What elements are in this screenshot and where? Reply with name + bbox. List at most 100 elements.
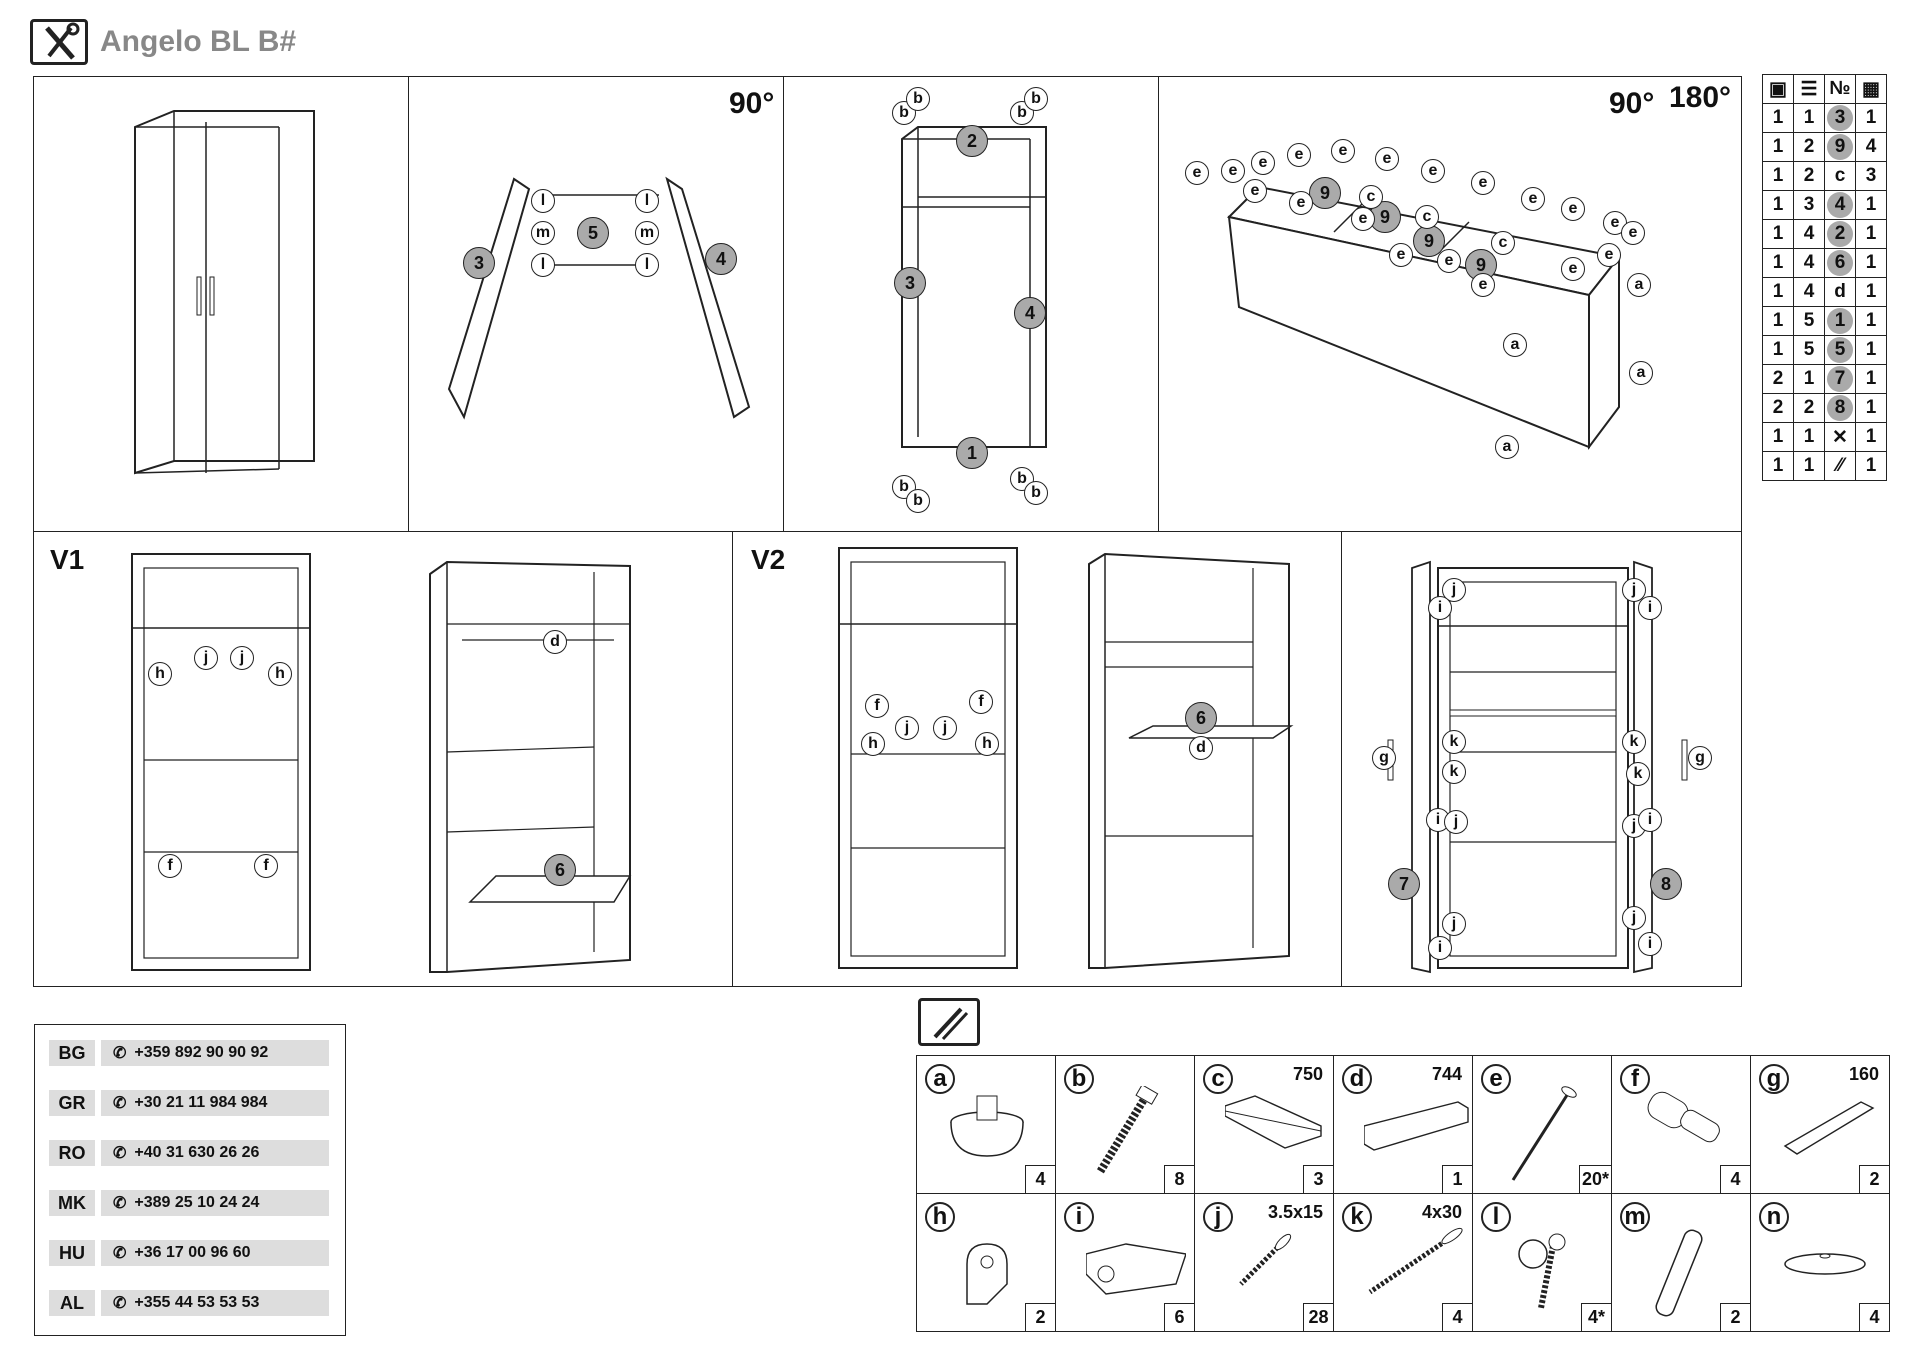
table-cell: 2 xyxy=(1762,393,1794,423)
header: Angelo BL B# xyxy=(30,16,296,68)
part-callout: e xyxy=(1243,179,1267,203)
phone-icon: ✆ xyxy=(113,1245,127,1262)
part-callout: 2 xyxy=(956,125,988,157)
part-callout: 1 xyxy=(956,437,988,469)
part-callout: m xyxy=(531,221,555,245)
part-callout: 3 xyxy=(894,267,926,299)
table-cell: 2 xyxy=(1793,393,1825,423)
step-2-illustration xyxy=(447,176,751,420)
step-panel-1 xyxy=(33,76,409,532)
step-panel-v1: V1 h j j h f f d 6 xyxy=(33,531,733,987)
part-callout: j xyxy=(1444,810,1468,834)
step-panel-v2: V2 f j h f j h 6 d xyxy=(732,531,1342,987)
part-callout: e xyxy=(1287,143,1311,167)
table-cell: d xyxy=(1824,277,1856,307)
table-cell: 1 xyxy=(1855,277,1887,307)
table-cell: 1 xyxy=(1855,422,1887,452)
part-callout: a xyxy=(1629,361,1653,385)
part-callout: b xyxy=(906,87,930,111)
hardware-item: n 4 xyxy=(1750,1193,1890,1332)
table-cell: 2 xyxy=(1824,219,1856,249)
rotate-180-label: 180° xyxy=(1669,81,1732,114)
table-cell: 1 xyxy=(1762,277,1794,307)
table-cell: 1 xyxy=(1762,190,1794,220)
part-callout: m xyxy=(635,221,659,245)
table-cell: 5 xyxy=(1824,335,1856,365)
table-cell: 1 xyxy=(1793,422,1825,452)
parts-table-header: ▣ ☰ № ▦ xyxy=(1762,74,1887,104)
phone-icon: ✆ xyxy=(113,1295,127,1312)
disc-glide-icon xyxy=(1784,1253,1866,1275)
part-callout: j xyxy=(1622,906,1646,930)
part-callout: k xyxy=(1622,730,1646,754)
part-callout: e xyxy=(1597,243,1621,267)
rail-holder-icon xyxy=(966,1243,1008,1305)
leveling-foot-icon xyxy=(950,1095,1024,1157)
table-cell: 1 xyxy=(1762,335,1794,365)
part-callout: e xyxy=(1185,161,1209,185)
support-phones: BG✆+359 892 90 90 92 GR✆+30 21 11 984 98… xyxy=(34,1024,346,1336)
phone-row: GR✆+30 21 11 984 984 xyxy=(49,1089,329,1117)
table-cell: 1 xyxy=(1762,132,1794,162)
part-callout: g xyxy=(1372,746,1396,770)
part-callout: 3 xyxy=(463,247,495,279)
part-callout: a xyxy=(1503,333,1527,357)
part-callout: j xyxy=(895,716,919,740)
part-callout: e xyxy=(1471,273,1495,297)
table-cell: 1 xyxy=(1855,364,1887,394)
part-callout: l xyxy=(531,189,555,213)
table-cell: 1 xyxy=(1793,364,1825,394)
table-cell: 1 xyxy=(1824,306,1856,336)
part-callout: i xyxy=(1428,596,1452,620)
table-cell: 1 xyxy=(1793,451,1825,481)
table-cell: c xyxy=(1824,161,1856,191)
part-callout: e xyxy=(1561,257,1585,281)
part-callout: l xyxy=(635,189,659,213)
hardware-item: l 4* xyxy=(1472,1193,1612,1332)
part-callout: d xyxy=(543,630,567,654)
part-callout: e xyxy=(1375,147,1399,171)
table-cell: 1 xyxy=(1855,190,1887,220)
table-cell: 1 xyxy=(1762,219,1794,249)
table-cell: 4 xyxy=(1793,277,1825,307)
table-cell: 4 xyxy=(1793,219,1825,249)
short-screw-icon xyxy=(1239,1233,1292,1286)
phone-row: RO✆+40 31 630 26 26 xyxy=(49,1139,329,1167)
v2-label: V2 xyxy=(751,544,786,575)
part-callout: a xyxy=(1495,435,1519,459)
step-3-illustration xyxy=(901,126,1047,448)
part-callout: k xyxy=(1442,730,1466,754)
part-callout: h xyxy=(975,732,999,756)
part-callout: e xyxy=(1289,191,1313,215)
table-cell: 1 xyxy=(1855,248,1887,278)
table-cell: 1 xyxy=(1855,451,1887,481)
shelf-pin-icon xyxy=(1647,1091,1720,1143)
part-callout: h xyxy=(861,732,885,756)
hardware-item: m 2 xyxy=(1611,1193,1751,1332)
table-cell: 1 xyxy=(1762,103,1794,133)
table-cell: 5 xyxy=(1793,335,1825,365)
part-callout: 4 xyxy=(705,243,737,275)
rotate-90-label-2: 90° xyxy=(1609,87,1655,120)
part-callout: 6 xyxy=(1185,702,1217,734)
v1-illustration xyxy=(131,553,632,973)
table-cell: 1 xyxy=(1855,103,1887,133)
v1-label: V1 xyxy=(50,544,85,575)
part-callout: e xyxy=(1521,187,1545,211)
handle-icon xyxy=(1783,1101,1875,1155)
part-callout: j xyxy=(1442,912,1466,936)
